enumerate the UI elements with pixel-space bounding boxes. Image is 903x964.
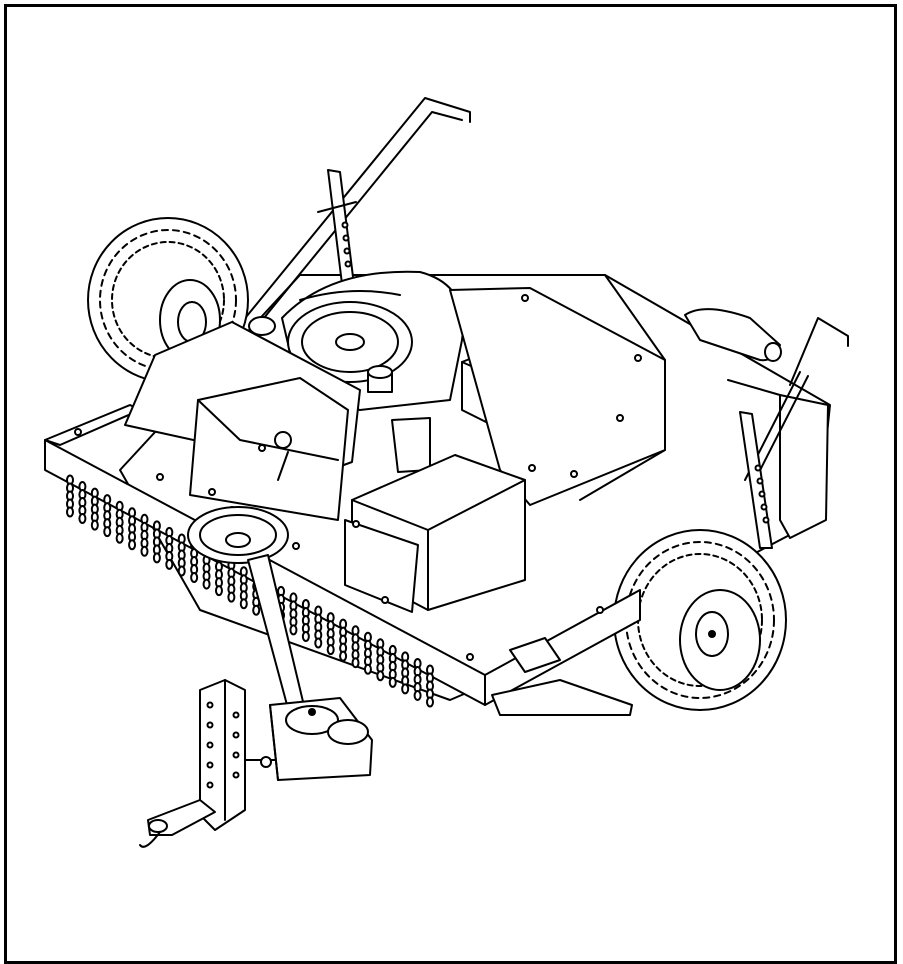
battery-box-icon (344, 454, 526, 613)
front-skid (491, 637, 633, 716)
chain-link (90, 519, 99, 531)
handle-right-icon (739, 317, 849, 549)
hitch-bracket-icon (139, 679, 276, 848)
chain-link (78, 513, 87, 525)
mower-illustration (44, 97, 849, 848)
chain-link (165, 558, 174, 570)
chain-link (152, 552, 161, 564)
chain-link (314, 637, 323, 649)
chain-link (115, 532, 124, 544)
chain-link (227, 591, 236, 603)
chain-link (351, 657, 360, 669)
belt-cover-icon (124, 321, 361, 550)
chain-link (413, 689, 422, 701)
chain-link (177, 565, 186, 577)
chain-link (128, 539, 137, 551)
chain-link (388, 676, 397, 688)
tow-tongue-icon (247, 554, 373, 781)
chain-link (376, 670, 385, 682)
chain-link (214, 585, 223, 597)
chain-link (66, 506, 74, 518)
chain-link (190, 572, 199, 584)
chain-link (140, 545, 149, 557)
gearbox-disc (187, 506, 289, 564)
chain-link (239, 598, 248, 610)
handle-left-icon (214, 97, 471, 363)
chain-link (401, 683, 410, 695)
engine-platform (449, 287, 666, 521)
chain-link (202, 578, 211, 590)
chain-link (252, 604, 261, 616)
chain-link (289, 624, 298, 636)
chain-link (426, 696, 434, 708)
chain-link (339, 650, 348, 662)
chain-guard-icon (66, 474, 434, 708)
chain-link (326, 644, 335, 656)
chain-link (103, 526, 112, 538)
chain-link (301, 630, 310, 642)
chain-link (363, 663, 372, 675)
